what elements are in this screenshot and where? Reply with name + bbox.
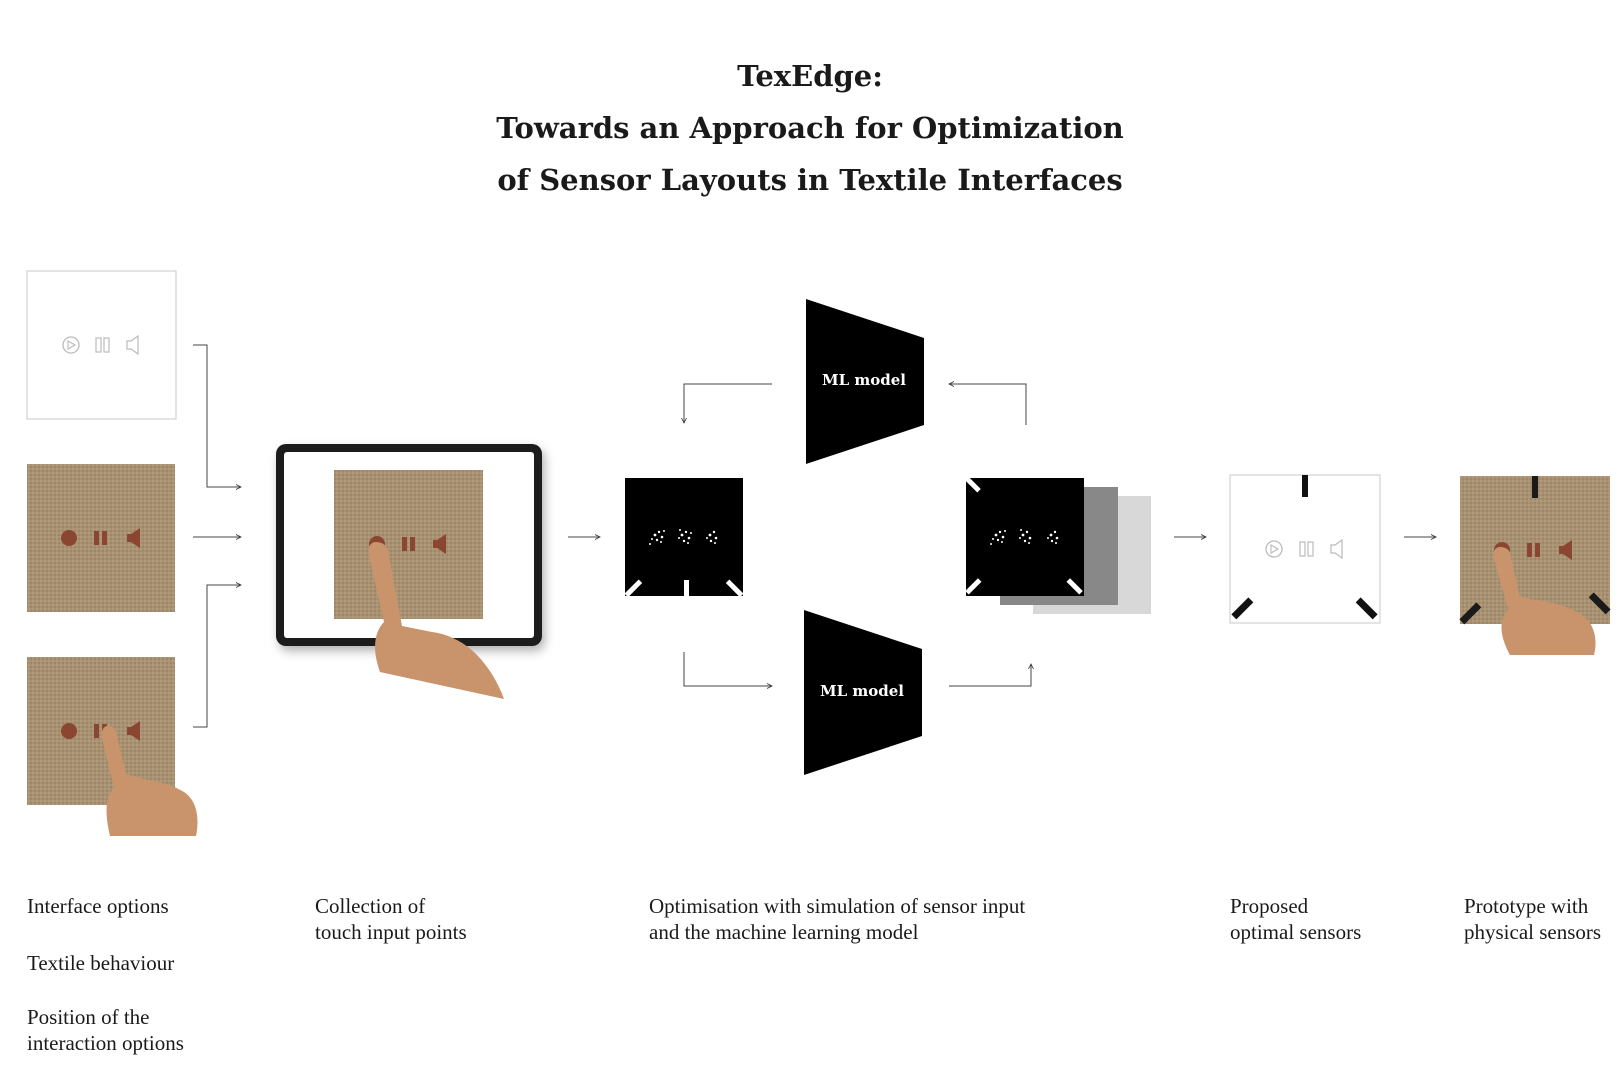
caption-position-options: Position of the interaction options xyxy=(27,1005,184,1055)
touch-points-cluster xyxy=(990,529,1059,545)
caption-prototype: Prototype with physical sensors xyxy=(1464,894,1602,944)
ml-model-top: ML model xyxy=(806,299,924,464)
play-icon xyxy=(62,336,80,354)
sensor-markers xyxy=(1459,476,1611,625)
interaction-position-panel xyxy=(27,657,198,836)
prototype-panel xyxy=(1459,476,1611,655)
ml-model-bottom: ML model xyxy=(804,610,922,775)
sensor-markers xyxy=(964,476,1083,595)
speaker-icon xyxy=(126,334,139,356)
connector-lines xyxy=(193,344,241,728)
textile-behaviour-panel xyxy=(27,464,175,612)
sensor-markers xyxy=(1231,475,1378,620)
play-icon xyxy=(61,530,77,546)
diagram-title: TexEdge: Towards an Approach for Optimiz… xyxy=(0,50,1620,206)
caption-optimisation: Optimisation with simulation of sensor i… xyxy=(649,894,1026,944)
caption-collection: Collection of touch input points xyxy=(315,894,467,944)
finger-hand xyxy=(368,542,504,699)
optimisation-loop-arrows xyxy=(684,384,1031,686)
speaker-icon xyxy=(127,528,140,548)
caption-textile-behaviour: Textile behaviour xyxy=(27,951,175,975)
sensor-markers xyxy=(624,579,744,598)
caption-proposed: Proposed optimal sensors xyxy=(1230,894,1362,944)
speaker-icon xyxy=(127,721,140,741)
tablet-device xyxy=(276,444,542,699)
title-line-2: Towards an Approach for Optimization xyxy=(496,111,1124,145)
pause-icon xyxy=(1527,543,1540,557)
play-icon xyxy=(1265,540,1283,558)
interface-options-panel xyxy=(26,270,177,420)
simulated-layers-stack xyxy=(964,476,1151,614)
title-line-3: of Sensor Layouts in Textile Interfaces xyxy=(497,163,1123,197)
play-icon xyxy=(61,723,77,739)
pause-icon xyxy=(402,537,415,551)
finger-hand xyxy=(1493,547,1596,655)
speaker-icon xyxy=(1330,538,1343,560)
speaker-icon xyxy=(433,534,446,554)
finger-hand xyxy=(101,726,198,836)
pause-icon xyxy=(94,531,107,545)
pause-icon xyxy=(95,337,110,353)
title-line-1: TexEdge: xyxy=(737,59,883,93)
ml-model-bottom-label: ML model xyxy=(820,682,904,700)
pause-icon xyxy=(1299,541,1314,557)
simulation-input-square xyxy=(624,478,744,598)
caption-interface-options: Interface options xyxy=(27,894,169,918)
speaker-icon xyxy=(1559,540,1572,560)
proposed-sensors-panel xyxy=(1229,474,1381,624)
ml-model-top-label: ML model xyxy=(822,371,906,389)
tablet-textile xyxy=(334,470,483,619)
touch-points-cluster xyxy=(649,529,718,545)
